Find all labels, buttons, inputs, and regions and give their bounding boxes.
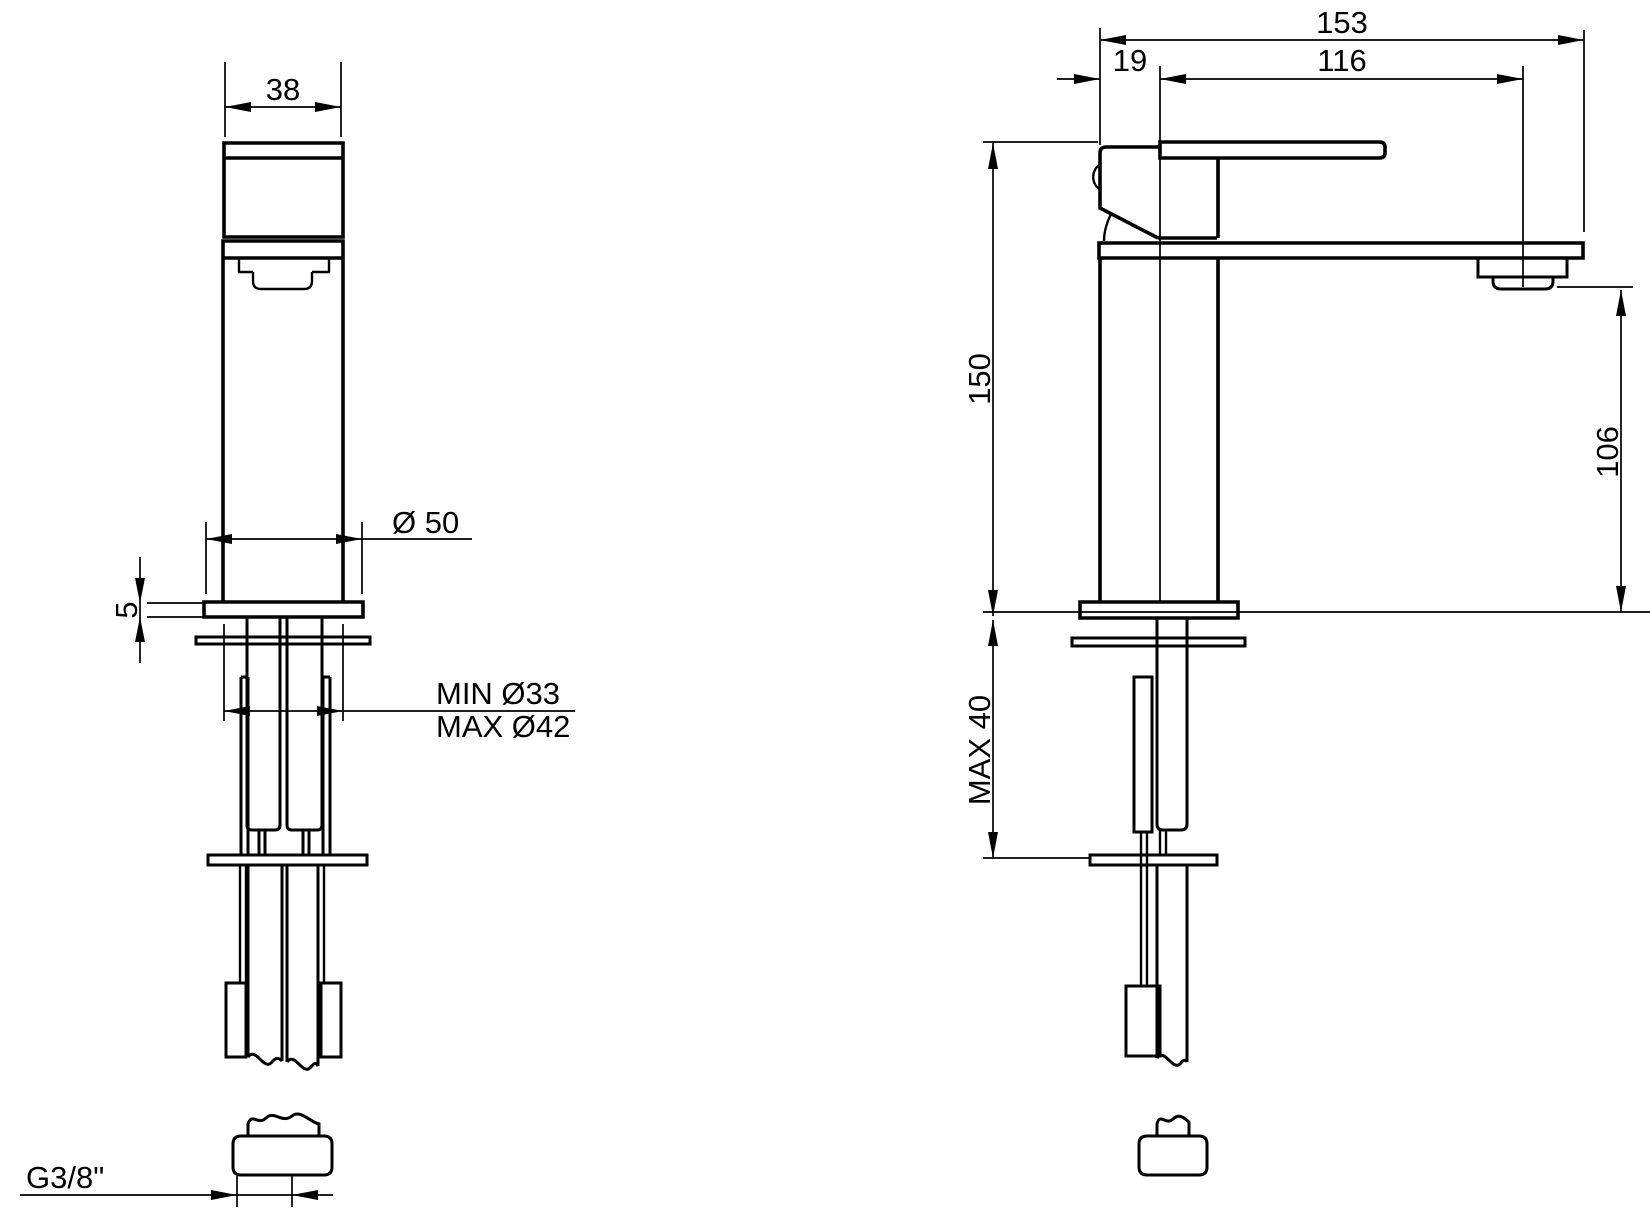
dim-hole-max-label: MAX Ø42	[436, 709, 570, 744]
front-inlet-fitting	[231, 1112, 334, 1177]
arrowhead-down-icon	[135, 578, 145, 603]
side-head-block	[1158, 158, 1220, 240]
dim-base-diameter: Ø 50	[205, 505, 472, 594]
arrowhead-left-icon	[1100, 35, 1126, 45]
side-spout-arm	[1097, 241, 1585, 260]
dim-spout-width-extensions	[224, 62, 342, 137]
dim-spout-reach: 116	[1159, 43, 1524, 602]
dim-supply-thread-ticks	[236, 1176, 293, 1207]
front-gasket-plate	[194, 635, 372, 646]
arrowhead-left-icon	[1160, 74, 1186, 84]
arrowhead-left-icon	[206, 534, 232, 544]
dim-base-diameter-extensions	[205, 522, 363, 594]
side-stud-rods	[1139, 830, 1168, 986]
arrowhead-up-icon	[135, 617, 145, 642]
arrowhead-down-icon	[1616, 586, 1626, 612]
side-inlet-fitting	[1137, 1114, 1209, 1177]
side-supply-tubes	[1132, 618, 1189, 834]
dim-overall-depth-extensions	[1099, 28, 1585, 232]
dim-hole-range: MIN Ø33 MAX Ø42	[223, 624, 575, 744]
arrowhead-left-icon	[224, 706, 250, 716]
dim-spout-reach-label: 116	[1317, 43, 1366, 78]
side-clamp-plate	[1088, 853, 1219, 867]
dim-spout-height: 106	[1557, 286, 1633, 612]
dim-height-label: 150	[962, 353, 997, 405]
dim-spout-width: 38	[224, 62, 342, 137]
arrowhead-left-icon	[225, 102, 251, 112]
arrowhead-left-icon	[292, 1190, 318, 1200]
arrowhead-up-icon	[988, 620, 998, 646]
dim-overall-depth: 153	[1099, 5, 1585, 232]
side-view: 153 19 116 150	[962, 5, 1650, 1177]
side-body-column	[1078, 258, 1240, 620]
arrowhead-up-icon	[1616, 290, 1626, 316]
dim-supply-thread-label: G3/8"	[26, 1160, 104, 1195]
arrowhead-right-icon	[1074, 74, 1100, 84]
side-handle-lever	[1098, 140, 1387, 240]
dim-back-offset: 19	[1057, 43, 1147, 84]
dim-overall-depth-label: 153	[1316, 5, 1368, 40]
front-view: 38 Ø 50 5 MIN Ø33 MAX Ø42	[20, 62, 575, 1207]
front-stud-rods	[238, 865, 326, 983]
front-flex-hoses	[246, 865, 320, 1071]
arrowhead-right-icon	[1558, 35, 1584, 45]
dim-supply-thread: G3/8"	[20, 1160, 333, 1207]
arrowhead-down-icon	[988, 832, 998, 858]
dim-deck-thickness: MAX 40	[962, 620, 1090, 859]
arrowhead-up-icon	[988, 143, 998, 169]
dim-hole-range-extensions	[223, 624, 344, 721]
arrowhead-right-icon	[211, 1190, 237, 1200]
dim-height: 150	[962, 141, 1098, 616]
side-pivot-detail	[1092, 163, 1113, 242]
arrowhead-right-icon	[1497, 74, 1523, 84]
arrowhead-right-icon	[336, 534, 362, 544]
arrowhead-down-icon	[988, 590, 998, 616]
dim-spout-height-label: 106	[1590, 426, 1625, 478]
dim-spout-width-label: 38	[266, 72, 300, 107]
front-supply-tubes	[245, 617, 324, 855]
dim-plate-thickness: 5	[109, 557, 205, 663]
front-mounting-studs	[239, 675, 332, 855]
front-clamp-plate	[206, 853, 369, 867]
dim-hole-min-label: MIN Ø33	[436, 676, 560, 711]
arrowhead-right-icon	[317, 706, 343, 716]
front-mounting-nuts	[224, 981, 343, 1059]
side-flex-hose	[1155, 865, 1189, 1067]
dim-back-offset-label: 19	[1113, 43, 1147, 78]
front-faucet-outline	[202, 141, 365, 619]
dim-plate-thickness-label: 5	[109, 601, 144, 618]
dim-deck-thickness-label: MAX 40	[962, 695, 997, 805]
front-spout-recess	[237, 258, 331, 291]
dim-plate-thickness-extensions	[147, 602, 205, 618]
arrowhead-right-icon	[315, 102, 341, 112]
side-mounting-nut	[1124, 984, 1162, 1058]
dim-base-diameter-label: Ø 50	[392, 505, 459, 540]
dim-spout-reach-extensions	[1159, 66, 1524, 602]
